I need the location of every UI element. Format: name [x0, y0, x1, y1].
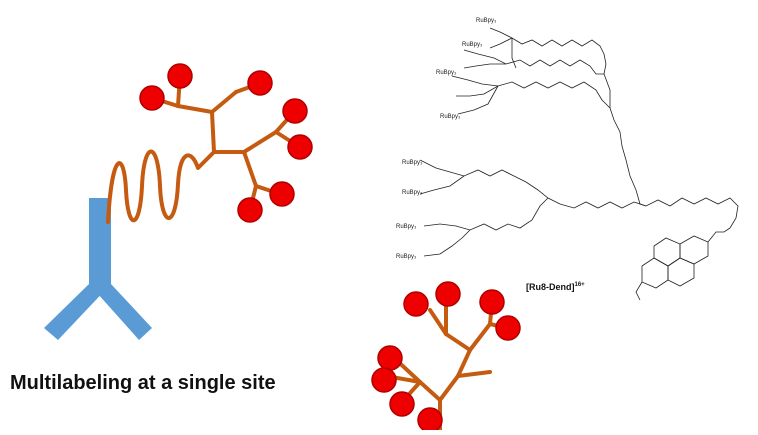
- label-sphere-icon: [247, 70, 273, 96]
- label-sphere-icon: [167, 63, 193, 89]
- label-sphere-icon: [389, 391, 415, 417]
- label-sphere-icon: [282, 98, 308, 124]
- chemical-structure: [419, 27, 739, 301]
- label-sphere-icon: [287, 134, 313, 160]
- label-sphere-icon: [237, 197, 263, 223]
- antibody-icon: [44, 198, 152, 340]
- label-sphere-icon: [417, 407, 443, 433]
- label-sphere-icon: [371, 367, 397, 393]
- label-sphere-icon: [435, 281, 461, 307]
- label-sphere-icon: [495, 315, 521, 341]
- label-spheres-bottom: [371, 281, 521, 433]
- label-sphere-icon: [377, 345, 403, 371]
- ru-label: RuBpy₃: [440, 114, 461, 120]
- ru-label: RuBpy₃: [396, 254, 417, 260]
- ru-label: RuBpy₃: [396, 224, 417, 230]
- figure-caption: Multilabeling at a single site: [10, 372, 276, 394]
- ru-label: RuBpy₃: [476, 18, 497, 24]
- compound-label: [Ru8-Dend]16+: [526, 282, 585, 292]
- ru-label: RuBpy₃: [436, 70, 457, 76]
- label-sphere-icon: [479, 289, 505, 315]
- ru-label: RuBpy₃: [402, 190, 423, 196]
- spring-linker-icon: [106, 149, 216, 224]
- label-sphere-icon: [403, 291, 429, 317]
- ru-label: RuBpy₃: [402, 160, 423, 166]
- ru-labels: RuBpy₃ RuBpy₃ RuBpy₃ RuBpy₃ RuBpy₃ RuBpy…: [396, 18, 497, 260]
- label-spheres-left: [139, 63, 313, 223]
- label-sphere-icon: [139, 85, 165, 111]
- ru-label: RuBpy₃: [462, 42, 483, 48]
- label-sphere-icon: [269, 181, 295, 207]
